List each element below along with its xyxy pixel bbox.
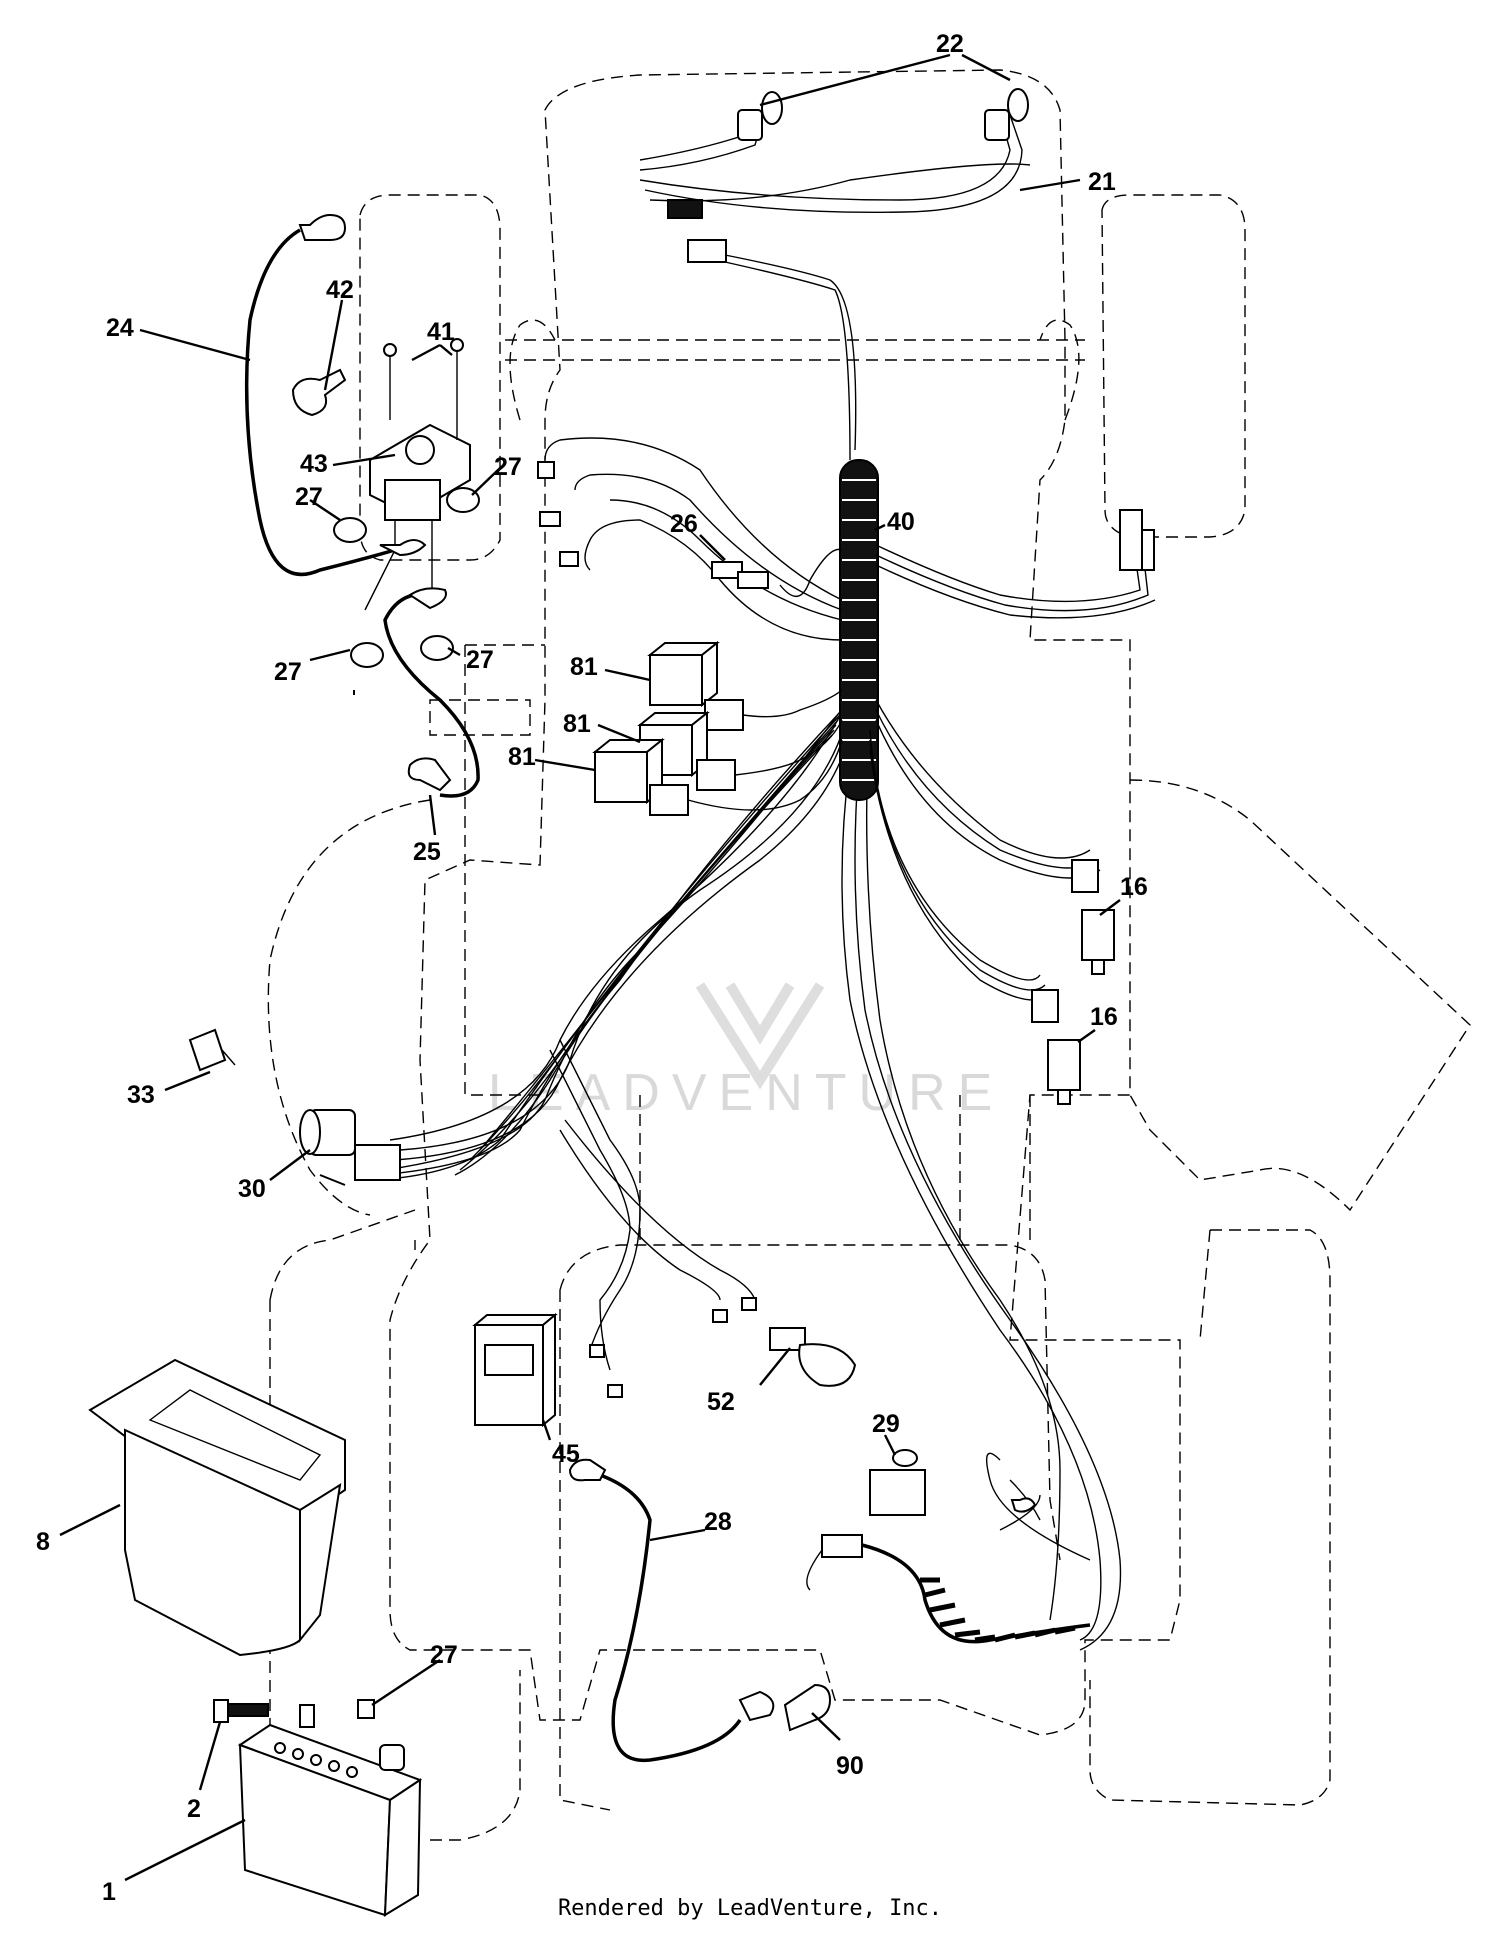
callout-25: 25 bbox=[413, 838, 441, 866]
ground-cable bbox=[244, 213, 427, 577]
callout-29: 29 bbox=[872, 1410, 900, 1438]
terminal-c bbox=[559, 551, 579, 567]
headlight-bulb-right bbox=[984, 88, 1029, 141]
relay-3 bbox=[592, 737, 689, 816]
relays bbox=[592, 640, 843, 816]
hour-meter-connectors bbox=[589, 1297, 757, 1398]
headlight-bulb-left bbox=[737, 91, 783, 141]
callout-28: 28 bbox=[704, 1508, 732, 1536]
callout-27-lower-right: 27 bbox=[466, 646, 494, 674]
battery-nut bbox=[357, 1699, 375, 1719]
harness-branch-right bbox=[875, 509, 1156, 619]
callout-21: 21 bbox=[1088, 168, 1116, 196]
fuse-holder bbox=[711, 548, 843, 597]
callout-27-right: 27 bbox=[494, 453, 522, 481]
callout-2: 2 bbox=[187, 1795, 201, 1823]
bulb bbox=[769, 1327, 857, 1387]
starter-cable bbox=[383, 587, 480, 798]
leader-lines bbox=[59, 53, 1121, 1882]
pto-switch bbox=[869, 1449, 926, 1516]
callout-8: 8 bbox=[36, 1528, 50, 1556]
coiled-harness bbox=[806, 1494, 1091, 1644]
callout-42: 42 bbox=[326, 276, 354, 304]
callout-22: 22 bbox=[936, 30, 964, 58]
callout-16-top: 16 bbox=[1120, 873, 1148, 901]
callout-16-bottom: 16 bbox=[1090, 1003, 1118, 1031]
seat-switch-connector bbox=[1119, 509, 1143, 571]
callout-33: 33 bbox=[127, 1081, 155, 1109]
callout-43: 43 bbox=[300, 450, 328, 478]
callout-81-bottom: 81 bbox=[508, 743, 536, 771]
terminal-a bbox=[537, 461, 555, 479]
callout-52: 52 bbox=[707, 1388, 735, 1416]
watermark-text: LEADVENTURE bbox=[488, 1064, 1004, 1122]
harness-branch-upper-left bbox=[537, 437, 843, 641]
ignition-switch bbox=[299, 1109, 401, 1186]
callout-90: 90 bbox=[836, 1752, 864, 1780]
ignition-key bbox=[188, 1028, 236, 1072]
callouts: 22 21 24 42 41 43 27 27 27 27 26 40 81 8… bbox=[36, 30, 1148, 1906]
battery bbox=[237, 1704, 423, 1917]
terminal-b bbox=[539, 511, 561, 527]
callout-30: 30 bbox=[238, 1175, 266, 1203]
footer-credit: Rendered by LeadVenture, Inc. bbox=[557, 1896, 943, 1921]
callout-27-battery: 27 bbox=[430, 1641, 458, 1669]
callout-27-lower-left: 27 bbox=[274, 658, 302, 686]
battery-cable bbox=[568, 1458, 775, 1763]
main-harness bbox=[374, 254, 1122, 1651]
callout-1: 1 bbox=[102, 1878, 116, 1906]
switch-16-top bbox=[1081, 909, 1115, 975]
headlight-harness bbox=[639, 88, 1031, 263]
callout-81-top: 81 bbox=[570, 653, 598, 681]
battery-bolt bbox=[213, 1699, 269, 1723]
headlight-connector-b bbox=[687, 239, 727, 263]
hour-meter bbox=[472, 1312, 558, 1428]
callout-40: 40 bbox=[887, 508, 915, 536]
callout-26: 26 bbox=[670, 510, 698, 538]
battery-tray bbox=[88, 1358, 346, 1657]
callout-27-left: 27 bbox=[295, 483, 323, 511]
callout-24: 24 bbox=[106, 314, 134, 342]
solenoid-assembly bbox=[291, 338, 480, 695]
convoluted-tube bbox=[839, 459, 879, 801]
headlight-connector-a bbox=[667, 199, 703, 219]
callout-45: 45 bbox=[552, 1440, 580, 1468]
callout-81-middle: 81 bbox=[563, 710, 591, 738]
interlock-switches bbox=[869, 699, 1115, 1105]
switch-16-bottom bbox=[1047, 1039, 1081, 1105]
callout-41: 41 bbox=[427, 318, 455, 346]
